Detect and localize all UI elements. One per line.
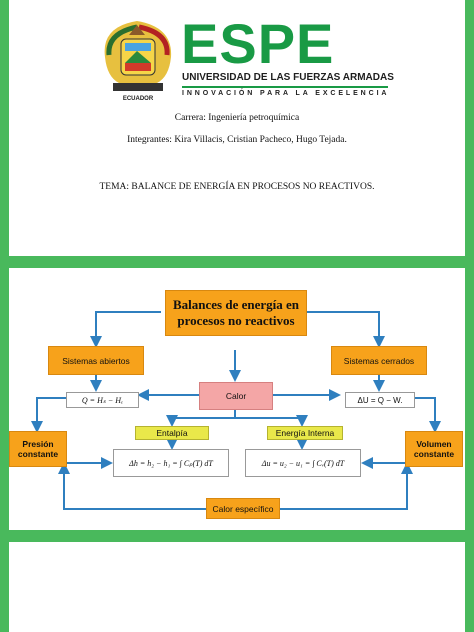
- closed-systems-box: Sistemas cerrados: [331, 346, 427, 375]
- specific-heat-box: Calor específico: [206, 498, 280, 519]
- carrera-text: Carrera: Ingeniería petroquímica: [174, 113, 300, 123]
- internal-energy-equation: Δu = u₂ − u₁ = ∫ Cᵥ(T) dT: [245, 449, 361, 477]
- constant-volume-box: Volumen constante: [405, 431, 463, 467]
- internal-energy-label-box: Energía Interna: [267, 426, 343, 440]
- constant-pressure-box: Presión constante: [9, 431, 67, 467]
- university-tagline: INNOVACIÓN PARA LA EXCELENCIA: [182, 90, 390, 97]
- university-name: UNIVERSIDAD DE LAS FUERZAS ARMADAS: [182, 72, 394, 88]
- ecuador-crest-logo: ECUADOR: [104, 21, 172, 102]
- closed-systems-equation: ΔU = Q − W.: [345, 392, 415, 408]
- espe-logo-text: ESPE: [181, 12, 335, 75]
- diagram-title-box: Balances de energía en procesos no react…: [165, 290, 307, 336]
- concept-map-slide: Balances de energía en procesos no react…: [9, 268, 465, 530]
- enthalpy-equation: Δh = h₂ − h₁ = ∫ Cₚ(T) dT: [113, 449, 229, 477]
- crest-label: ECUADOR: [123, 96, 154, 102]
- integrantes-text: Integrantes: Kira Villacis, Cristian Pac…: [127, 135, 347, 145]
- open-systems-equation: Q = Hₛ − Hₑ: [66, 392, 139, 408]
- blank-slide: [9, 542, 465, 632]
- enthalpy-label-box: Entalpía: [135, 426, 209, 440]
- cover-slide: ECUADOR ESPE UNIVERSIDAD DE LAS FUERZAS …: [9, 0, 465, 256]
- connector-arrows: [31, 311, 441, 510]
- tema-text: TEMA: BALANCE DE ENERGÍA EN PROCESOS NO …: [99, 182, 375, 192]
- heat-box: Calor: [199, 382, 273, 410]
- open-systems-box: Sistemas abiertos: [48, 346, 144, 375]
